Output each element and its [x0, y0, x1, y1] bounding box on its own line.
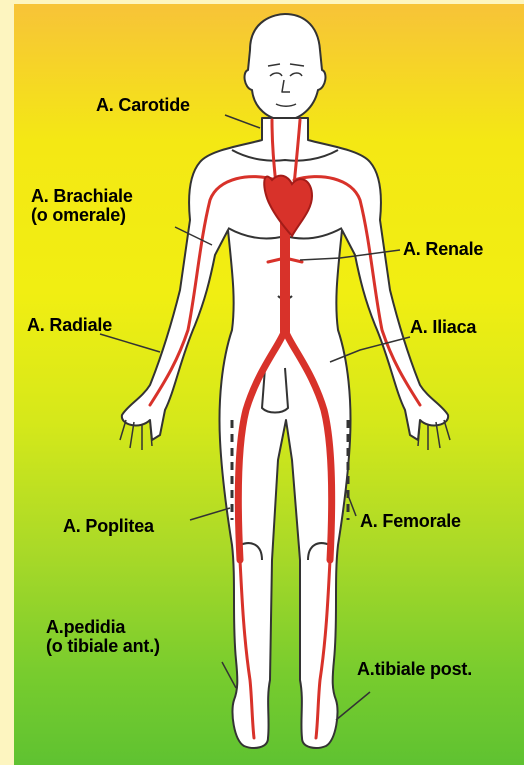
- label-renale: A. Renale: [403, 240, 483, 258]
- label-brachiale: A. Brachiale: [31, 187, 133, 205]
- label-radiale: A. Radiale: [27, 316, 112, 334]
- label-poplitea: A. Poplitea: [63, 517, 154, 535]
- label-femorale: A. Femorale: [360, 512, 461, 530]
- label-tibiale-post: A.tibiale post.: [357, 660, 472, 678]
- label-pedidia: A.pedidia: [46, 618, 125, 636]
- label-brachiale-alt: (o omerale): [31, 206, 126, 224]
- body-outline: [120, 14, 450, 748]
- label-pedidia-alt: (o tibiale ant.): [46, 637, 160, 655]
- label-carotide: A. Carotide: [96, 96, 190, 114]
- label-iliaca: A. Iliaca: [410, 318, 476, 336]
